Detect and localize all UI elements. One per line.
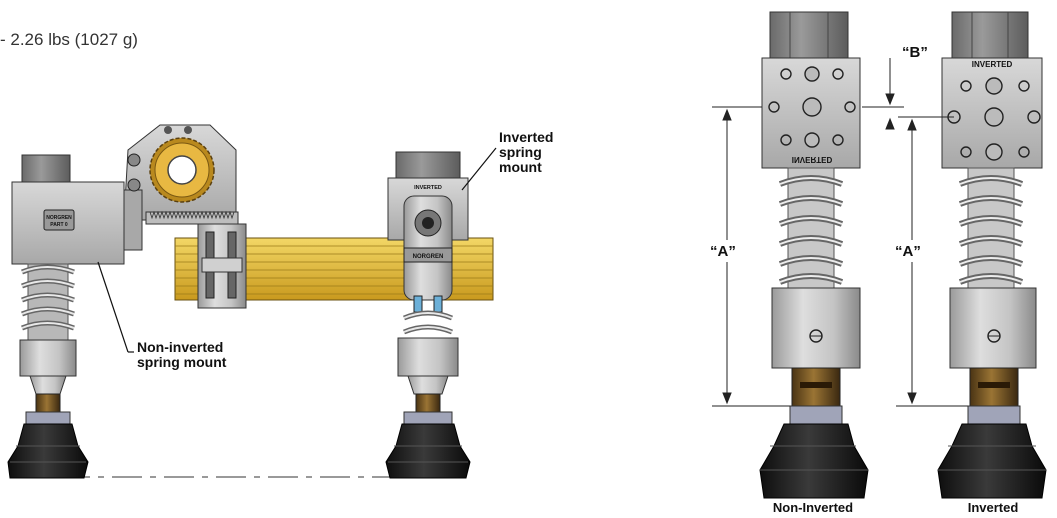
left-assembly: NORGREN PART 0 — [7, 124, 497, 479]
left-cup-assembly: NORGREN PART 0 — [7, 154, 125, 479]
non-inverted-callout-line1: Non-inverted — [137, 339, 224, 355]
detail-inverted-unit: INVERTED — [937, 11, 1047, 499]
inverted-callout: Inverted spring mount — [499, 130, 553, 175]
inverted-stamp-detail: INVERTED — [972, 60, 1013, 69]
inverted-callout-line2: spring — [499, 144, 542, 160]
detail-non-inverted-unit: INVERTED — [759, 11, 869, 499]
non-inverted-callout: Non-inverted spring mount — [137, 340, 226, 370]
dimension-a-right: “A” — [895, 243, 921, 260]
inverted-leader — [461, 147, 497, 191]
right-cup-assembly: INVERTED NORGREN — [385, 151, 471, 479]
caption-inverted: Inverted — [967, 500, 1019, 515]
flipped-inverted-stamp: INVERTED — [792, 155, 833, 164]
detail-view: INVERTED INVERTED — [712, 11, 1047, 499]
dimension-a-left: “A” — [710, 243, 736, 260]
non-inverted-leader — [97, 261, 129, 353]
dimension-lines — [712, 58, 968, 407]
left-block-label-1: NORGREN — [46, 215, 72, 221]
weight-label: - 2.26 lbs (1027 g) — [0, 30, 138, 49]
inverted-stamp-label: INVERTED — [414, 185, 442, 191]
inverted-callout-line3: mount — [499, 159, 542, 175]
non-inverted-callout-line2: spring mount — [137, 354, 227, 370]
inverted-callout-line1: Inverted — [499, 129, 554, 145]
left-block-label-2: PART 0 — [50, 222, 68, 228]
clamp-label: NORGREN — [413, 254, 444, 260]
caption-non-inverted: Non-Inverted — [772, 500, 854, 515]
dimension-b: “B” — [902, 44, 928, 61]
gear-clamp — [123, 124, 247, 309]
